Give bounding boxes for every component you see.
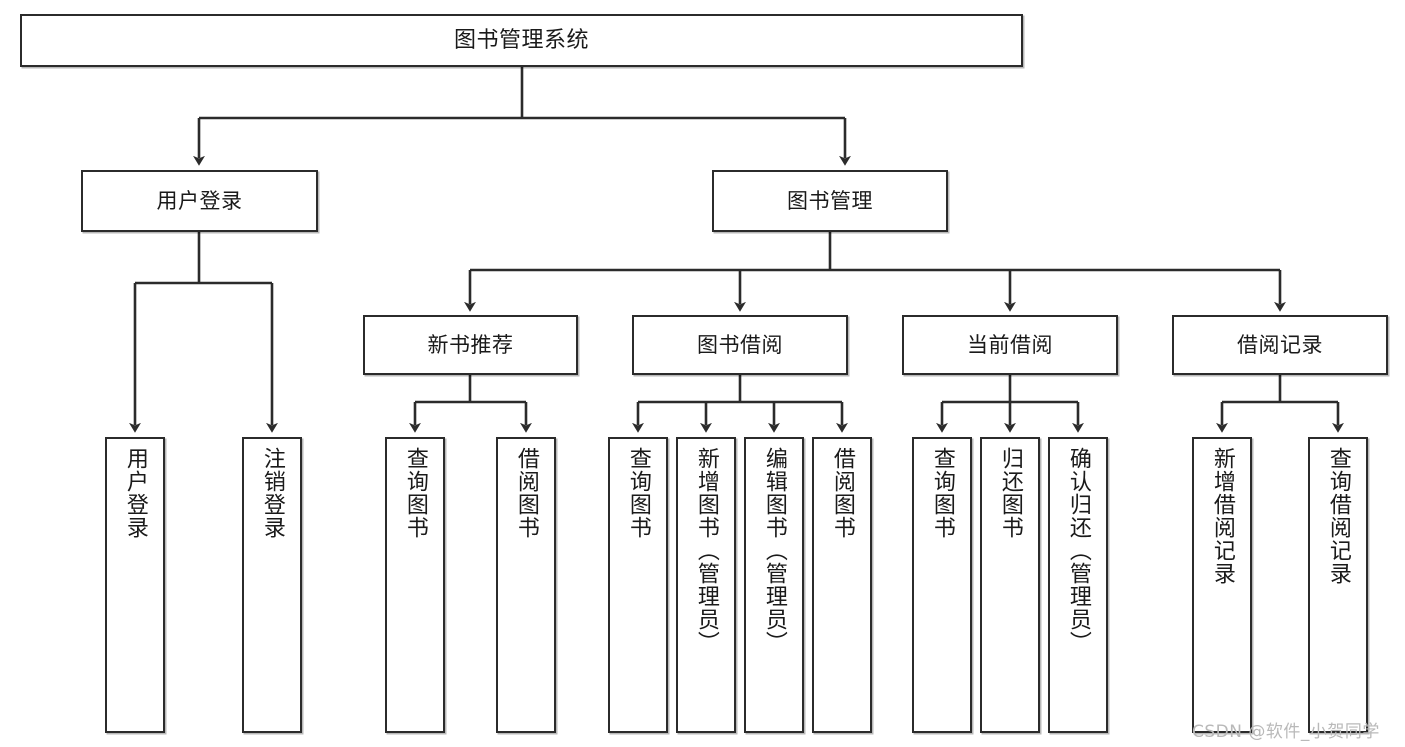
node-label: 查询借阅记录 <box>1325 447 1351 585</box>
leaf-add-borrow-record[interactable]: 新增借阅记录 <box>1192 437 1252 733</box>
node-label: 借阅图书 <box>513 447 539 539</box>
node-label: 确认归还（管理员） <box>1065 447 1091 654</box>
leaf-borrow-book[interactable]: 借阅图书 <box>812 437 872 733</box>
node-label: 归还图书 <box>997 447 1023 539</box>
leaf-query-book-borrow[interactable]: 查询图书 <box>608 437 668 733</box>
node-label: 图书管理 <box>787 188 873 213</box>
node-label: 查询图书 <box>625 447 651 539</box>
node-label: 借阅图书 <box>829 447 855 539</box>
leaf-logout[interactable]: 注销登录 <box>242 437 302 733</box>
leaf-edit-book-admin[interactable]: 编辑图书（管理员） <box>744 437 804 733</box>
leaf-add-book-admin[interactable]: 新增图书（管理员） <box>676 437 736 733</box>
leaf-query-book-recommend[interactable]: 查询图书 <box>385 437 445 733</box>
csdn-watermark: CSDN @软件_小贺同学 <box>1192 722 1380 742</box>
node-root-system[interactable]: 图书管理系统 <box>20 14 1023 67</box>
leaf-query-borrow-record[interactable]: 查询借阅记录 <box>1308 437 1368 733</box>
leaf-return-book[interactable]: 归还图书 <box>980 437 1040 733</box>
node-label: 借阅记录 <box>1237 332 1323 357</box>
node-book-borrow[interactable]: 图书借阅 <box>632 315 848 375</box>
node-new-book-recommend[interactable]: 新书推荐 <box>363 315 578 375</box>
node-borrow-record[interactable]: 借阅记录 <box>1172 315 1388 375</box>
node-user-login[interactable]: 用户登录 <box>81 170 318 232</box>
leaf-query-book-current[interactable]: 查询图书 <box>912 437 972 733</box>
node-label: 编辑图书（管理员） <box>761 447 787 654</box>
leaf-user-login[interactable]: 用户登录 <box>105 437 165 733</box>
node-label: 新书推荐 <box>427 332 514 357</box>
leaf-borrow-book-recommend[interactable]: 借阅图书 <box>496 437 556 733</box>
node-label: 注销登录 <box>259 447 285 539</box>
node-label: 新增图书（管理员） <box>693 447 719 654</box>
node-current-borrow[interactable]: 当前借阅 <box>902 315 1118 375</box>
node-label: 图书借阅 <box>697 332 783 357</box>
node-label: 新增借阅记录 <box>1209 447 1235 585</box>
node-label: 用户登录 <box>156 188 243 213</box>
node-label: 当前借阅 <box>967 332 1053 357</box>
leaf-confirm-return-admin[interactable]: 确认归还（管理员） <box>1048 437 1108 733</box>
node-book-management[interactable]: 图书管理 <box>712 170 948 232</box>
node-label: 查询图书 <box>402 447 428 539</box>
node-label: 用户登录 <box>122 447 148 539</box>
node-label: 查询图书 <box>929 447 955 539</box>
node-label: 图书管理系统 <box>453 27 589 53</box>
